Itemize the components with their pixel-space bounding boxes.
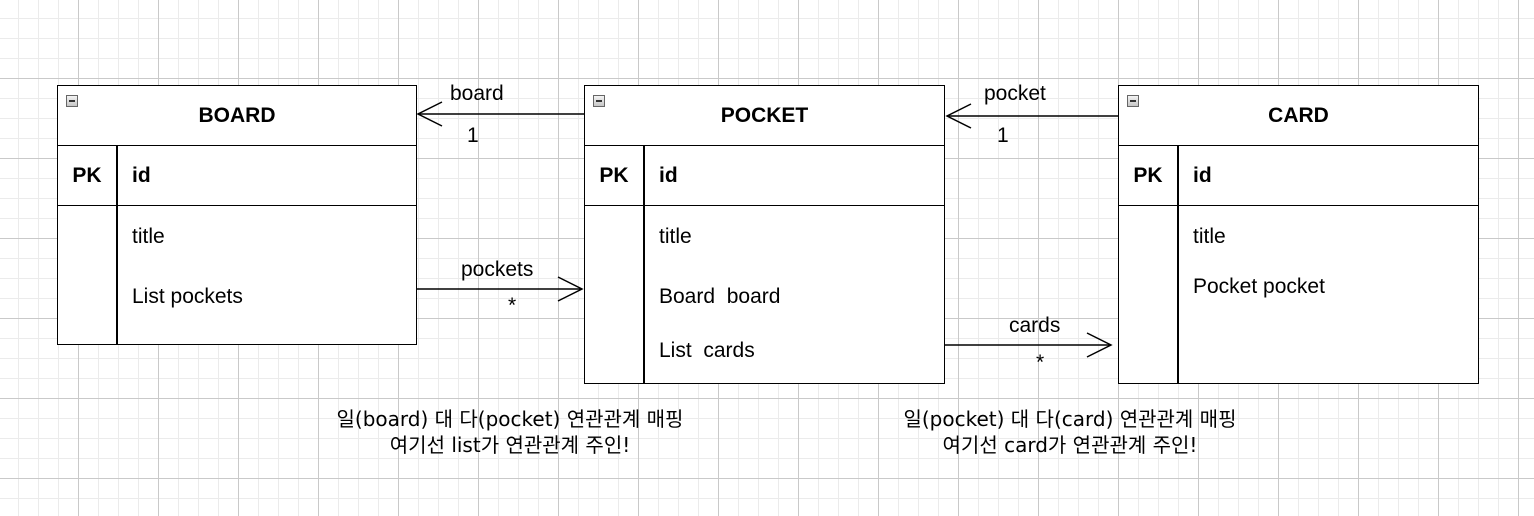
- pocket-field-board: Board board: [659, 285, 781, 308]
- board-to-pockets-multiplicity: *: [508, 294, 517, 317]
- collapse-icon[interactable]: [593, 95, 605, 107]
- card-pk-field: id: [1193, 163, 1212, 187]
- card-to-pocket-label: pocket: [984, 82, 1046, 105]
- card-field-title: title: [1193, 225, 1226, 248]
- pocket-pk-label: PK: [599, 163, 629, 187]
- board-pk-label: PK: [72, 163, 102, 187]
- pocket-pk-field: id: [659, 163, 678, 187]
- pocket-entity-title: POCKET: [720, 103, 809, 127]
- card-to-pocket-multiplicity: 1: [997, 124, 1009, 147]
- left-note-line-2: 여기선 list가 연관관계 주인!: [389, 433, 631, 457]
- board-column-divider: [116, 146, 118, 344]
- card-entity[interactable]: CARD PK id title Pocket pocket: [1118, 85, 1479, 384]
- pocket-to-board-arrowhead: [416, 101, 443, 127]
- board-pk-row: PK id: [58, 146, 416, 206]
- right-relationship-note: 일(pocket) 대 다(card) 연관관계 매핑 여기선 card가 연관…: [840, 406, 1300, 458]
- pocket-to-cards-arrowhead: [1086, 332, 1113, 358]
- pocket-field-title: title: [659, 225, 692, 248]
- pocket-field-cards: List cards: [659, 339, 755, 362]
- board-pk-field: id: [132, 163, 151, 187]
- board-entity-header[interactable]: BOARD: [58, 86, 416, 146]
- pocket-column-divider: [643, 146, 645, 383]
- board-field-title: title: [132, 225, 165, 248]
- board-to-pockets-label: pockets: [461, 258, 534, 281]
- board-to-pockets-arrowhead: [557, 276, 584, 302]
- pocket-to-board-multiplicity: 1: [467, 124, 479, 147]
- card-pk-row: PK id: [1119, 146, 1478, 206]
- board-entity[interactable]: BOARD PK id title List pockets: [57, 85, 417, 345]
- card-to-pocket-arrowhead: [945, 103, 972, 129]
- right-note-line-2: 여기선 card가 연관관계 주인!: [942, 433, 1198, 457]
- pocket-entity-header[interactable]: POCKET: [585, 86, 944, 146]
- card-pk-label: PK: [1133, 163, 1163, 187]
- pocket-to-cards-multiplicity: *: [1036, 351, 1045, 374]
- left-note-line-1: 일(board) 대 다(pocket) 연관관계 매핑: [336, 407, 684, 431]
- card-column-divider: [1177, 146, 1179, 383]
- collapse-icon[interactable]: [66, 95, 78, 107]
- pocket-to-board-label: board: [450, 82, 504, 105]
- card-field-pocket: Pocket pocket: [1193, 275, 1325, 298]
- pocket-to-cards-label: cards: [1009, 314, 1061, 337]
- right-note-line-1: 일(pocket) 대 다(card) 연관관계 매핑: [903, 407, 1237, 431]
- left-relationship-note: 일(board) 대 다(pocket) 연관관계 매핑 여기선 list가 연…: [280, 406, 740, 458]
- board-field-pockets: List pockets: [132, 285, 243, 308]
- card-entity-header[interactable]: CARD: [1119, 86, 1478, 146]
- pocket-entity[interactable]: POCKET PK id title Board board List card…: [584, 85, 945, 384]
- board-entity-title: BOARD: [198, 103, 276, 127]
- collapse-icon[interactable]: [1127, 95, 1139, 107]
- card-entity-title: CARD: [1268, 103, 1329, 127]
- pocket-pk-row: PK id: [585, 146, 944, 206]
